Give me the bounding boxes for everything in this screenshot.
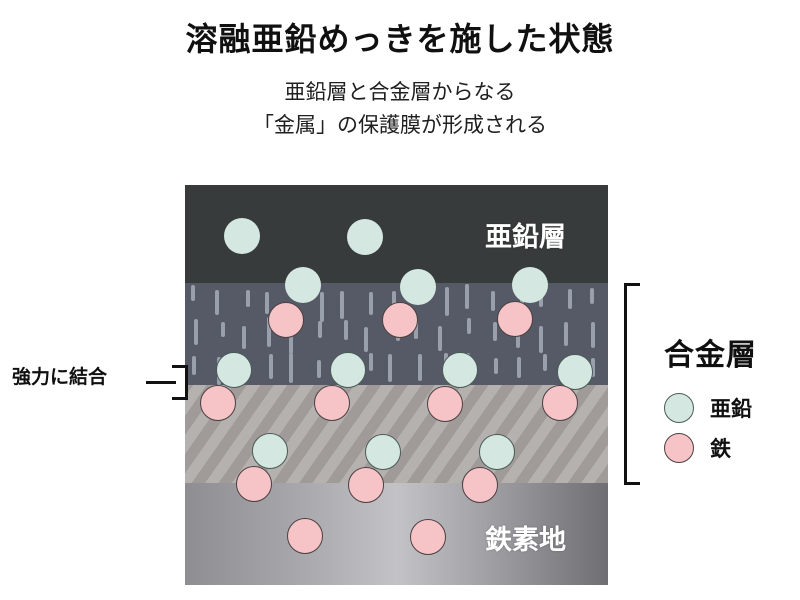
dash-mark [567, 288, 572, 310]
iron-atom [348, 467, 384, 503]
iron-atom [497, 301, 533, 337]
dash-mark [465, 284, 470, 310]
dash-mark [493, 321, 498, 342]
iron-atom [410, 519, 446, 555]
dash-mark [542, 354, 547, 372]
zinc-atom [400, 269, 436, 305]
caption-iron-base: 鉄素地 [485, 525, 566, 555]
legend-label-iron: 鉄 [710, 438, 731, 461]
zinc-atom [224, 218, 260, 254]
zinc-atom [216, 352, 252, 388]
legend-title: 合金層 [664, 339, 757, 372]
legend-swatch-zinc-icon [664, 393, 694, 423]
dash-mark [318, 321, 323, 339]
zinc-atom [252, 433, 288, 469]
dash-mark [241, 325, 246, 349]
dash-mark [466, 318, 471, 334]
legend-swatch-iron-icon [664, 433, 694, 463]
bond-annotation-bracket [172, 365, 188, 400]
dash-mark [369, 292, 374, 315]
zinc-atom [442, 352, 478, 388]
iron-atom [200, 385, 236, 421]
dash-mark [215, 289, 220, 315]
iron-atom [268, 302, 304, 338]
dash-mark [516, 356, 521, 379]
dash-mark [363, 326, 368, 352]
dash-mark [265, 292, 270, 315]
dash-mark [413, 320, 418, 340]
iron-atom [382, 302, 418, 338]
iron-atom [542, 385, 578, 421]
dash-mark [267, 317, 272, 347]
dash-mark [590, 321, 595, 349]
coating-cross-section-diagram: 亜鉛層 鉄素地 [185, 185, 608, 585]
dash-mark [564, 322, 569, 346]
iron-atom [287, 518, 323, 554]
caption-zinc-layer: 亜鉛層 [485, 222, 566, 252]
zinc-atom [557, 354, 593, 390]
page-title: 溶融亜鉛めっきを施した状態 [185, 21, 615, 57]
bond-annotation-label: 強力に結合 [12, 367, 108, 388]
iron-atom [314, 385, 350, 421]
dash-mark [391, 290, 396, 306]
dash-mark [339, 290, 344, 319]
zinc-atom [285, 267, 321, 303]
dash-mark [269, 353, 274, 379]
dash-mark [445, 287, 450, 316]
dash-mark [193, 318, 198, 345]
dash-mark [220, 321, 225, 337]
dash-mark [369, 352, 374, 372]
dash-mark [418, 354, 423, 381]
iron-atom [462, 467, 498, 503]
iron-atom [427, 386, 463, 422]
legend: 合金層 亜鉛 鉄 [664, 330, 794, 468]
zinc-atom [330, 352, 366, 388]
subtitle-line-2: 「金属」の保護膜が形成される [253, 114, 547, 137]
dash-mark [388, 354, 393, 383]
dash-mark [190, 285, 195, 301]
dash-mark [289, 353, 294, 383]
dash-mark [538, 325, 543, 354]
dash-mark [289, 324, 294, 355]
zinc-atom [512, 267, 548, 303]
dash-mark [438, 326, 443, 352]
dash-mark [343, 319, 348, 340]
dash-mark [245, 290, 250, 307]
subtitle-line-1: 亜鉛層と合金層からなる [284, 81, 516, 104]
zinc-atom [347, 219, 383, 255]
page-subtitle: 亜鉛層と合金層からなる 「金属」の保護膜が形成される [0, 76, 800, 142]
dash-mark [192, 355, 197, 375]
iron-atom [236, 466, 272, 502]
zinc-atom [365, 434, 401, 470]
alloy-layer-bracket [624, 283, 640, 485]
dash-mark [317, 360, 322, 379]
dash-mark [320, 292, 325, 322]
bond-annotation-leader-line [146, 381, 176, 384]
legend-label-zinc: 亜鉛 [710, 398, 752, 421]
zinc-atom [479, 434, 515, 470]
dash-mark [591, 358, 596, 378]
legend-item-iron: 鉄 [664, 428, 794, 468]
legend-item-zinc: 亜鉛 [664, 388, 794, 428]
dash-mark [491, 290, 496, 312]
dash-mark [590, 288, 595, 305]
dash-mark [494, 358, 499, 375]
